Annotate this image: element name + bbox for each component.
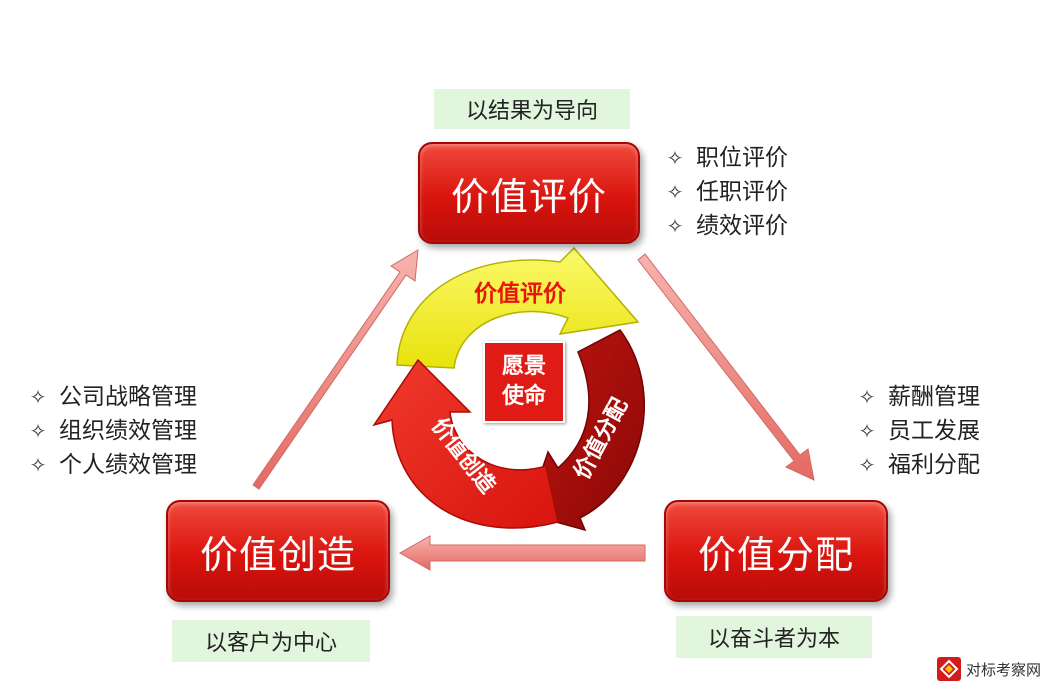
watermark-text: 对标考察网 <box>966 660 1042 679</box>
link-arrow-left-to-top <box>252 249 419 490</box>
diamond-star-icon: ✧ <box>29 385 47 409</box>
diamond-star-icon: ✧ <box>666 214 684 238</box>
diamond-star-icon: ✧ <box>666 180 684 204</box>
diamond-star-icon: ✧ <box>858 453 876 477</box>
list-item: ✧福利分配 <box>856 448 980 482</box>
top-guiding-label: 以结果为导向 <box>434 89 630 129</box>
left-bullet-list: ✧公司战略管理 ✧组织绩效管理 ✧个人绩效管理 <box>27 380 197 482</box>
left-guiding-label: 以客户为中心 <box>172 620 370 662</box>
diamond-star-icon: ✧ <box>666 146 684 170</box>
list-item: ✧薪酬管理 <box>856 380 980 414</box>
center-line-2: 使命 <box>501 384 546 409</box>
value-distribution-box: 价值分配 <box>664 500 888 602</box>
list-item: ✧个人绩效管理 <box>27 448 197 482</box>
list-item: ✧组织绩效管理 <box>27 414 197 448</box>
list-item: ✧职位评价 <box>664 141 788 175</box>
center-vision-mission-box: 愿景 使命 <box>483 341 565 423</box>
list-item: ✧绩效评价 <box>664 209 788 243</box>
right-bullet-list: ✧薪酬管理 ✧员工发展 ✧福利分配 <box>856 380 980 482</box>
top-bullet-list: ✧职位评价 ✧任职评价 ✧绩效评价 <box>664 141 788 243</box>
link-arrow-right-to-left <box>398 535 646 571</box>
cycle-segment-evaluation <box>396 246 640 369</box>
list-item: ✧公司战略管理 <box>27 380 197 414</box>
value-evaluation-box: 价值评价 <box>418 142 640 244</box>
cycle-segment-distribution <box>526 329 646 532</box>
diamond-star-icon: ✧ <box>29 453 47 477</box>
center-line-1: 愿景 <box>501 354 546 379</box>
diamond-star-icon: ✧ <box>858 385 876 409</box>
right-guiding-label: 以奋斗者为本 <box>676 616 872 658</box>
list-item: ✧任职评价 <box>664 175 788 209</box>
value-creation-box: 价值创造 <box>166 500 390 602</box>
list-item: ✧员工发展 <box>856 414 980 448</box>
watermark: 对标考察网 <box>936 656 1041 682</box>
link-arrow-top-to-right <box>637 253 815 481</box>
cycle-label-evaluation: 价值评价 <box>474 280 567 307</box>
cycle-segment-creation <box>372 358 559 529</box>
diamond-star-icon: ✧ <box>858 419 876 443</box>
cycle-ring <box>372 246 646 532</box>
diamond-star-icon: ✧ <box>29 419 47 443</box>
watermark-logo-icon <box>937 657 961 681</box>
